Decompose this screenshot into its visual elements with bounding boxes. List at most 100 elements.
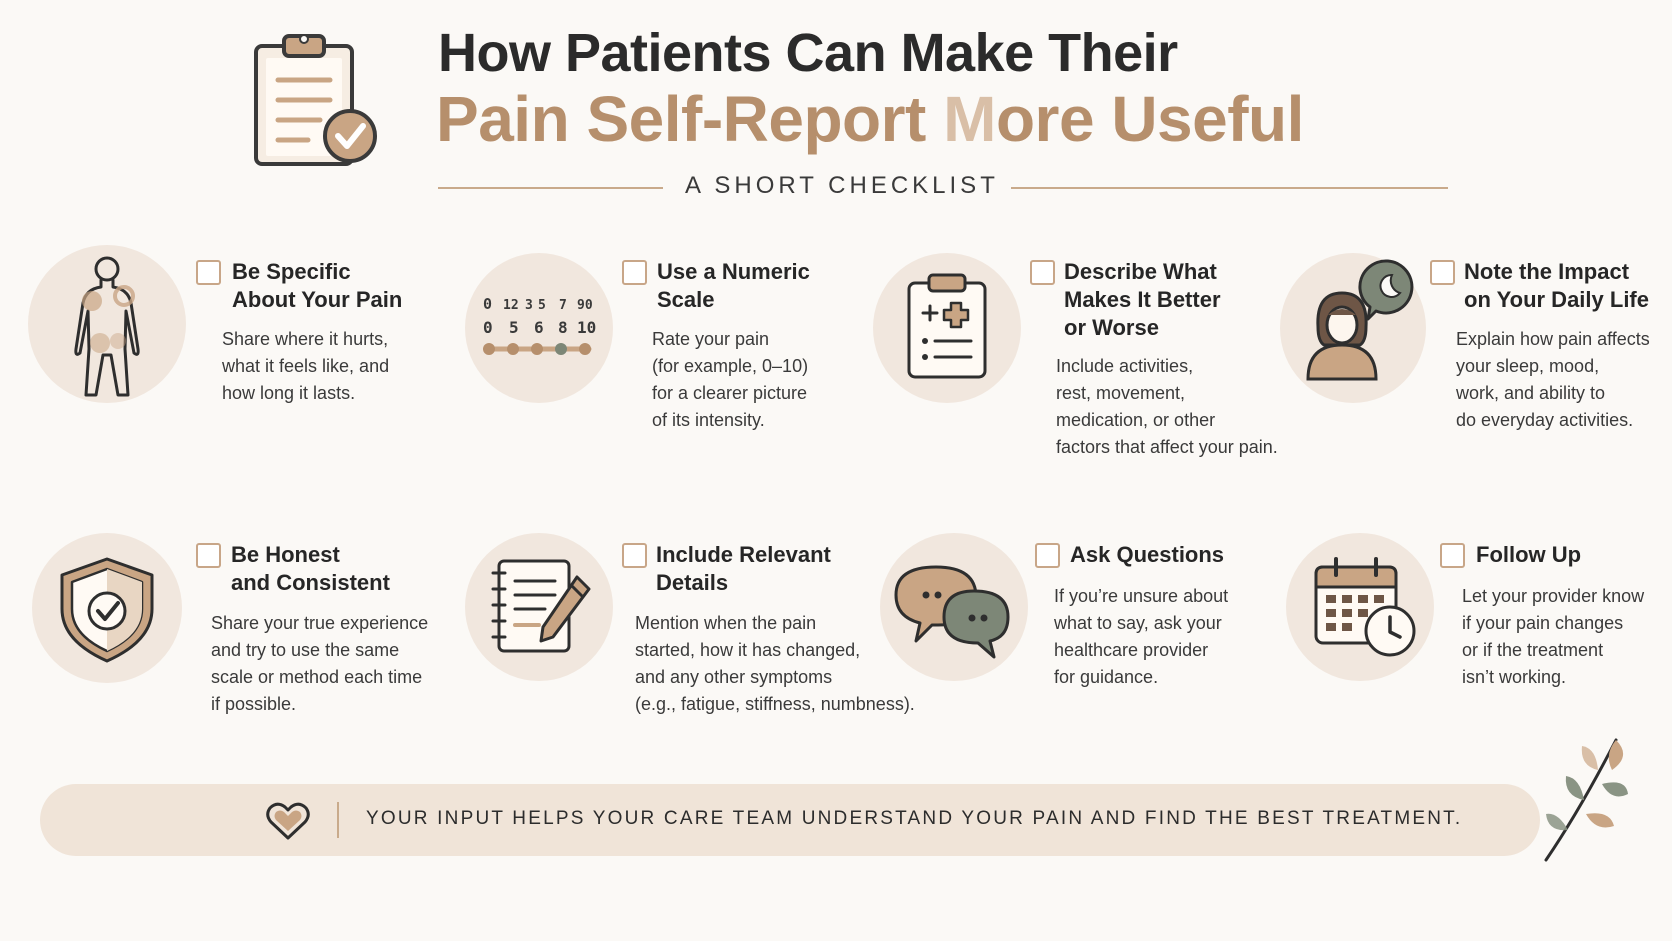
scale-row1-4: 7 [559, 298, 567, 313]
body-line: and any other symptoms [635, 667, 833, 687]
leaf-branch-icon [1544, 738, 1628, 862]
icon-circle [1280, 253, 1426, 403]
subtitle-divider-right [1011, 187, 1448, 189]
body-line: factors that affect your pain. [1056, 437, 1278, 457]
body-line: and try to use the same [211, 640, 400, 660]
heading-line: Be Honest [231, 542, 340, 567]
body-line: (for example, 0–10) [652, 356, 809, 376]
clipboard-check-icon [254, 34, 377, 166]
body-line: your sleep, mood, [1456, 356, 1600, 376]
scale-row1-5: 90 [577, 298, 593, 313]
body-line: what it feels like, and [222, 356, 390, 376]
body-line: for guidance. [1054, 667, 1159, 687]
body-line: for a clearer picture [652, 383, 808, 403]
calendar-clock-icon [1314, 557, 1416, 657]
icon-circle [880, 533, 1028, 681]
heading-line: Makes It Better [1064, 287, 1221, 312]
item-heading: Use a Numeric Scale [657, 258, 810, 314]
scale-row2-3: 8 [558, 318, 568, 337]
item-heading: Be Honest and Consistent [231, 541, 390, 597]
scale-row2-4: 10 [577, 318, 596, 337]
page-title-line-1: How Patients Can Make Their [438, 23, 1178, 83]
heading-line: Be Specific [232, 259, 351, 284]
item-body: Explain how pain affects your sleep, moo… [1456, 326, 1650, 434]
item-body: Rate your pain (for example, 0–10) for a… [652, 326, 808, 434]
body-line: Share your true experience [211, 613, 429, 633]
notepad-pencil-icon [491, 559, 591, 653]
body-line: healthcare provider [1054, 640, 1209, 660]
item-body: Share your true experience and try to us… [211, 610, 428, 718]
checkbox[interactable] [1440, 543, 1465, 568]
checkbox[interactable] [622, 543, 647, 568]
item-heading: Describe What Makes It Better or Worse [1064, 258, 1221, 342]
icon-circle [465, 533, 613, 681]
icon-circle: 0 12 3 5 7 90 0 5 6 8 10 [465, 253, 613, 403]
item-body: Let your provider know if your pain chan… [1462, 583, 1644, 691]
scale-row1-1: 12 [503, 298, 519, 313]
checkbox[interactable] [1035, 543, 1060, 568]
heading-line: Details [656, 570, 729, 595]
item-heading: Include Relevant Details [656, 541, 831, 597]
heading-line: or Worse [1064, 315, 1159, 340]
item-body: If you’re unsure about what to say, ask … [1054, 583, 1228, 691]
checkbox[interactable] [1430, 260, 1455, 285]
scale-row2-0: 0 [483, 318, 493, 337]
body-line: rest, movement, [1056, 383, 1186, 403]
body-line: Let your provider know [1462, 586, 1645, 606]
icon-circle [28, 245, 186, 403]
medical-clipboard-icon [907, 273, 987, 379]
heading-line: Follow Up [1476, 542, 1582, 567]
body-line: If you’re unsure about [1054, 586, 1229, 606]
footer-banner: YOUR INPUT HELPS YOUR CARE TEAM UNDERSTA… [40, 784, 1540, 856]
footer-message: YOUR INPUT HELPS YOUR CARE TEAM UNDERSTA… [366, 808, 1463, 829]
body-line: Mention when the pain [635, 613, 817, 633]
scale-row2-2: 6 [534, 318, 544, 337]
body-line: if possible. [211, 694, 297, 714]
body-line: of its intensity. [652, 410, 765, 430]
checkbox[interactable] [196, 543, 221, 568]
item-body: Mention when the pain started, how it ha… [635, 610, 915, 718]
checkbox[interactable] [1030, 260, 1055, 285]
body-outline-icon [74, 256, 140, 397]
item-heading: Ask Questions [1070, 541, 1224, 569]
scale-row1-3: 5 [538, 298, 546, 313]
footer-divider [337, 802, 339, 838]
heart-icon [266, 802, 310, 840]
heading-line: Use a Numeric [657, 259, 810, 284]
body-line: do everyday activities. [1456, 410, 1634, 430]
body-line: (e.g., fatigue, stiffness, numbness). [635, 694, 915, 714]
body-line: medication, or other [1056, 410, 1216, 430]
icon-circle [1286, 533, 1434, 681]
item-heading: Be Specific About Your Pain [232, 258, 402, 314]
chat-bubbles-icon [894, 565, 1010, 659]
heading-line: Note the Impact [1464, 259, 1630, 284]
scale-row1-0: 0 [483, 295, 492, 313]
body-line: how long it lasts. [222, 383, 356, 403]
person-sleep-icon [1306, 259, 1414, 381]
checkbox[interactable] [622, 260, 647, 285]
body-line: if your pain changes [1462, 613, 1624, 633]
page-title-line-2: Pain Self-Report More Useful [436, 82, 1304, 156]
heading-line: and Consistent [231, 570, 390, 595]
body-line: Explain how pain affects [1456, 329, 1650, 349]
scale-row2-1: 5 [509, 318, 519, 337]
body-line: scale or method each time [211, 667, 423, 687]
checkbox[interactable] [196, 260, 221, 285]
scale-row1-2: 3 [525, 298, 533, 313]
item-heading: Follow Up [1476, 541, 1581, 569]
subtitle-divider-left [438, 187, 663, 189]
title-part-c: ore Useful [995, 83, 1304, 155]
body-line: or if the treatment [1462, 640, 1604, 660]
heading-line: on Your Daily Life [1464, 287, 1649, 312]
item-body: Include activities, rest, movement, medi… [1056, 353, 1278, 461]
heading-line: Ask Questions [1070, 542, 1225, 567]
heading-line: Scale [657, 287, 715, 312]
subtitle-row: A SHORT CHECKLIST [438, 172, 1448, 208]
body-line: started, how it has changed, [635, 640, 861, 660]
body-line: work, and ability to [1456, 383, 1606, 403]
body-line: Rate your pain [652, 329, 770, 349]
body-line: what to say, ask your [1054, 613, 1222, 633]
title-part-a: Pain Self-Report [436, 83, 944, 155]
shield-check-icon [60, 557, 154, 663]
item-heading: Note the Impact on Your Daily Life [1464, 258, 1649, 314]
